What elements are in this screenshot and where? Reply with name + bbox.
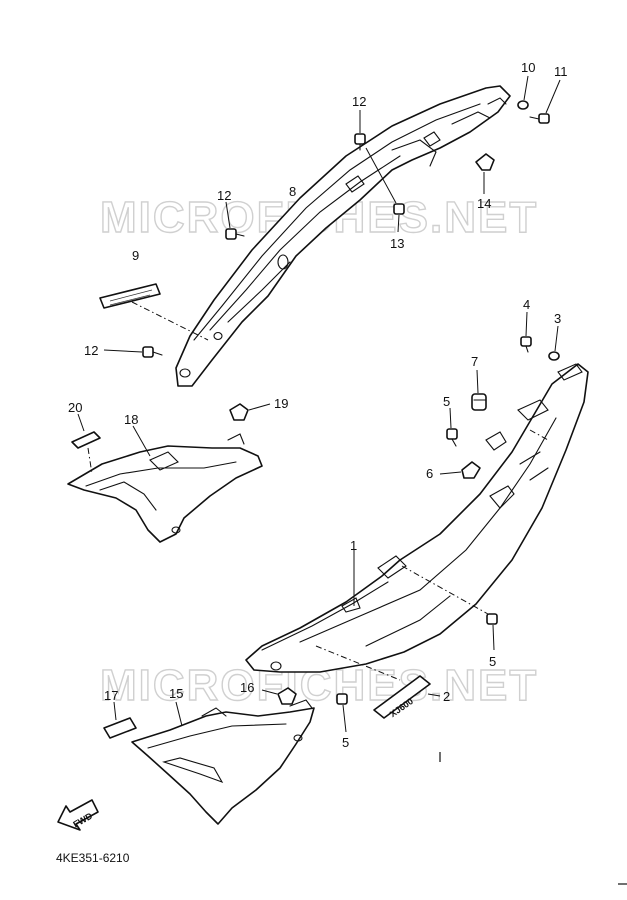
strip-part-9 [99, 283, 209, 341]
callout-5-right: 5 [489, 654, 496, 669]
cap-part-14 [475, 153, 495, 194]
callout-12-top: 12 [352, 94, 366, 109]
bolt-part-11 [529, 79, 561, 124]
callout-12-mid: 12 [217, 188, 231, 203]
screw-part-5-upper [446, 407, 458, 447]
grommet-part-19 [229, 403, 271, 421]
upper-tail-cover-part-8 [175, 85, 511, 387]
grommet-part-13 [365, 147, 405, 233]
screw-part-5-right [486, 613, 498, 651]
callout-18: 18 [124, 412, 138, 427]
callout-1: 1 [350, 538, 357, 553]
screw-part-12-mid [225, 201, 245, 240]
callout-6: 6 [426, 466, 433, 481]
side-cover-part-1 [245, 363, 589, 681]
callout-3: 3 [554, 311, 561, 326]
bracket-cover-part-18 [67, 425, 263, 543]
callout-4: 4 [523, 297, 530, 312]
callout-7: 7 [471, 354, 478, 369]
pad-part-17 [103, 701, 137, 739]
callout-19: 19 [274, 396, 288, 411]
screw-part-5-lower [336, 693, 348, 733]
lower-cover-part-15 [131, 699, 315, 825]
diagram-code: 4KE351-6210 [56, 851, 130, 865]
callout-9: 9 [132, 248, 139, 263]
nut-part-6 [439, 461, 481, 479]
forward-arrow-icon: FWD [57, 799, 99, 831]
callout-20: 20 [68, 400, 82, 415]
screw-part-12-bottom [103, 346, 163, 358]
screw-part-12-top [354, 110, 366, 151]
washer-part-10 [517, 75, 529, 110]
callout-5-lower: 5 [342, 735, 349, 750]
washer-part-3 [548, 325, 560, 361]
callout-11: 11 [554, 64, 568, 79]
callout-17: 17 [104, 688, 118, 703]
pad-part-20 [71, 413, 101, 475]
callout-10: 10 [521, 60, 535, 75]
callout-14: 14 [477, 196, 491, 211]
callout-2: 2 [443, 689, 450, 704]
callout-16: 16 [240, 680, 254, 695]
callout-5-upper: 5 [443, 394, 450, 409]
grommet-part-16 [261, 687, 297, 705]
callout-12-bottom: 12 [84, 343, 98, 358]
grommet-part-7 [471, 369, 487, 411]
callout-8: 8 [289, 184, 296, 199]
callout-15: 15 [169, 686, 183, 701]
bolt-part-4 [520, 311, 532, 353]
callout-13: 13 [390, 236, 404, 251]
